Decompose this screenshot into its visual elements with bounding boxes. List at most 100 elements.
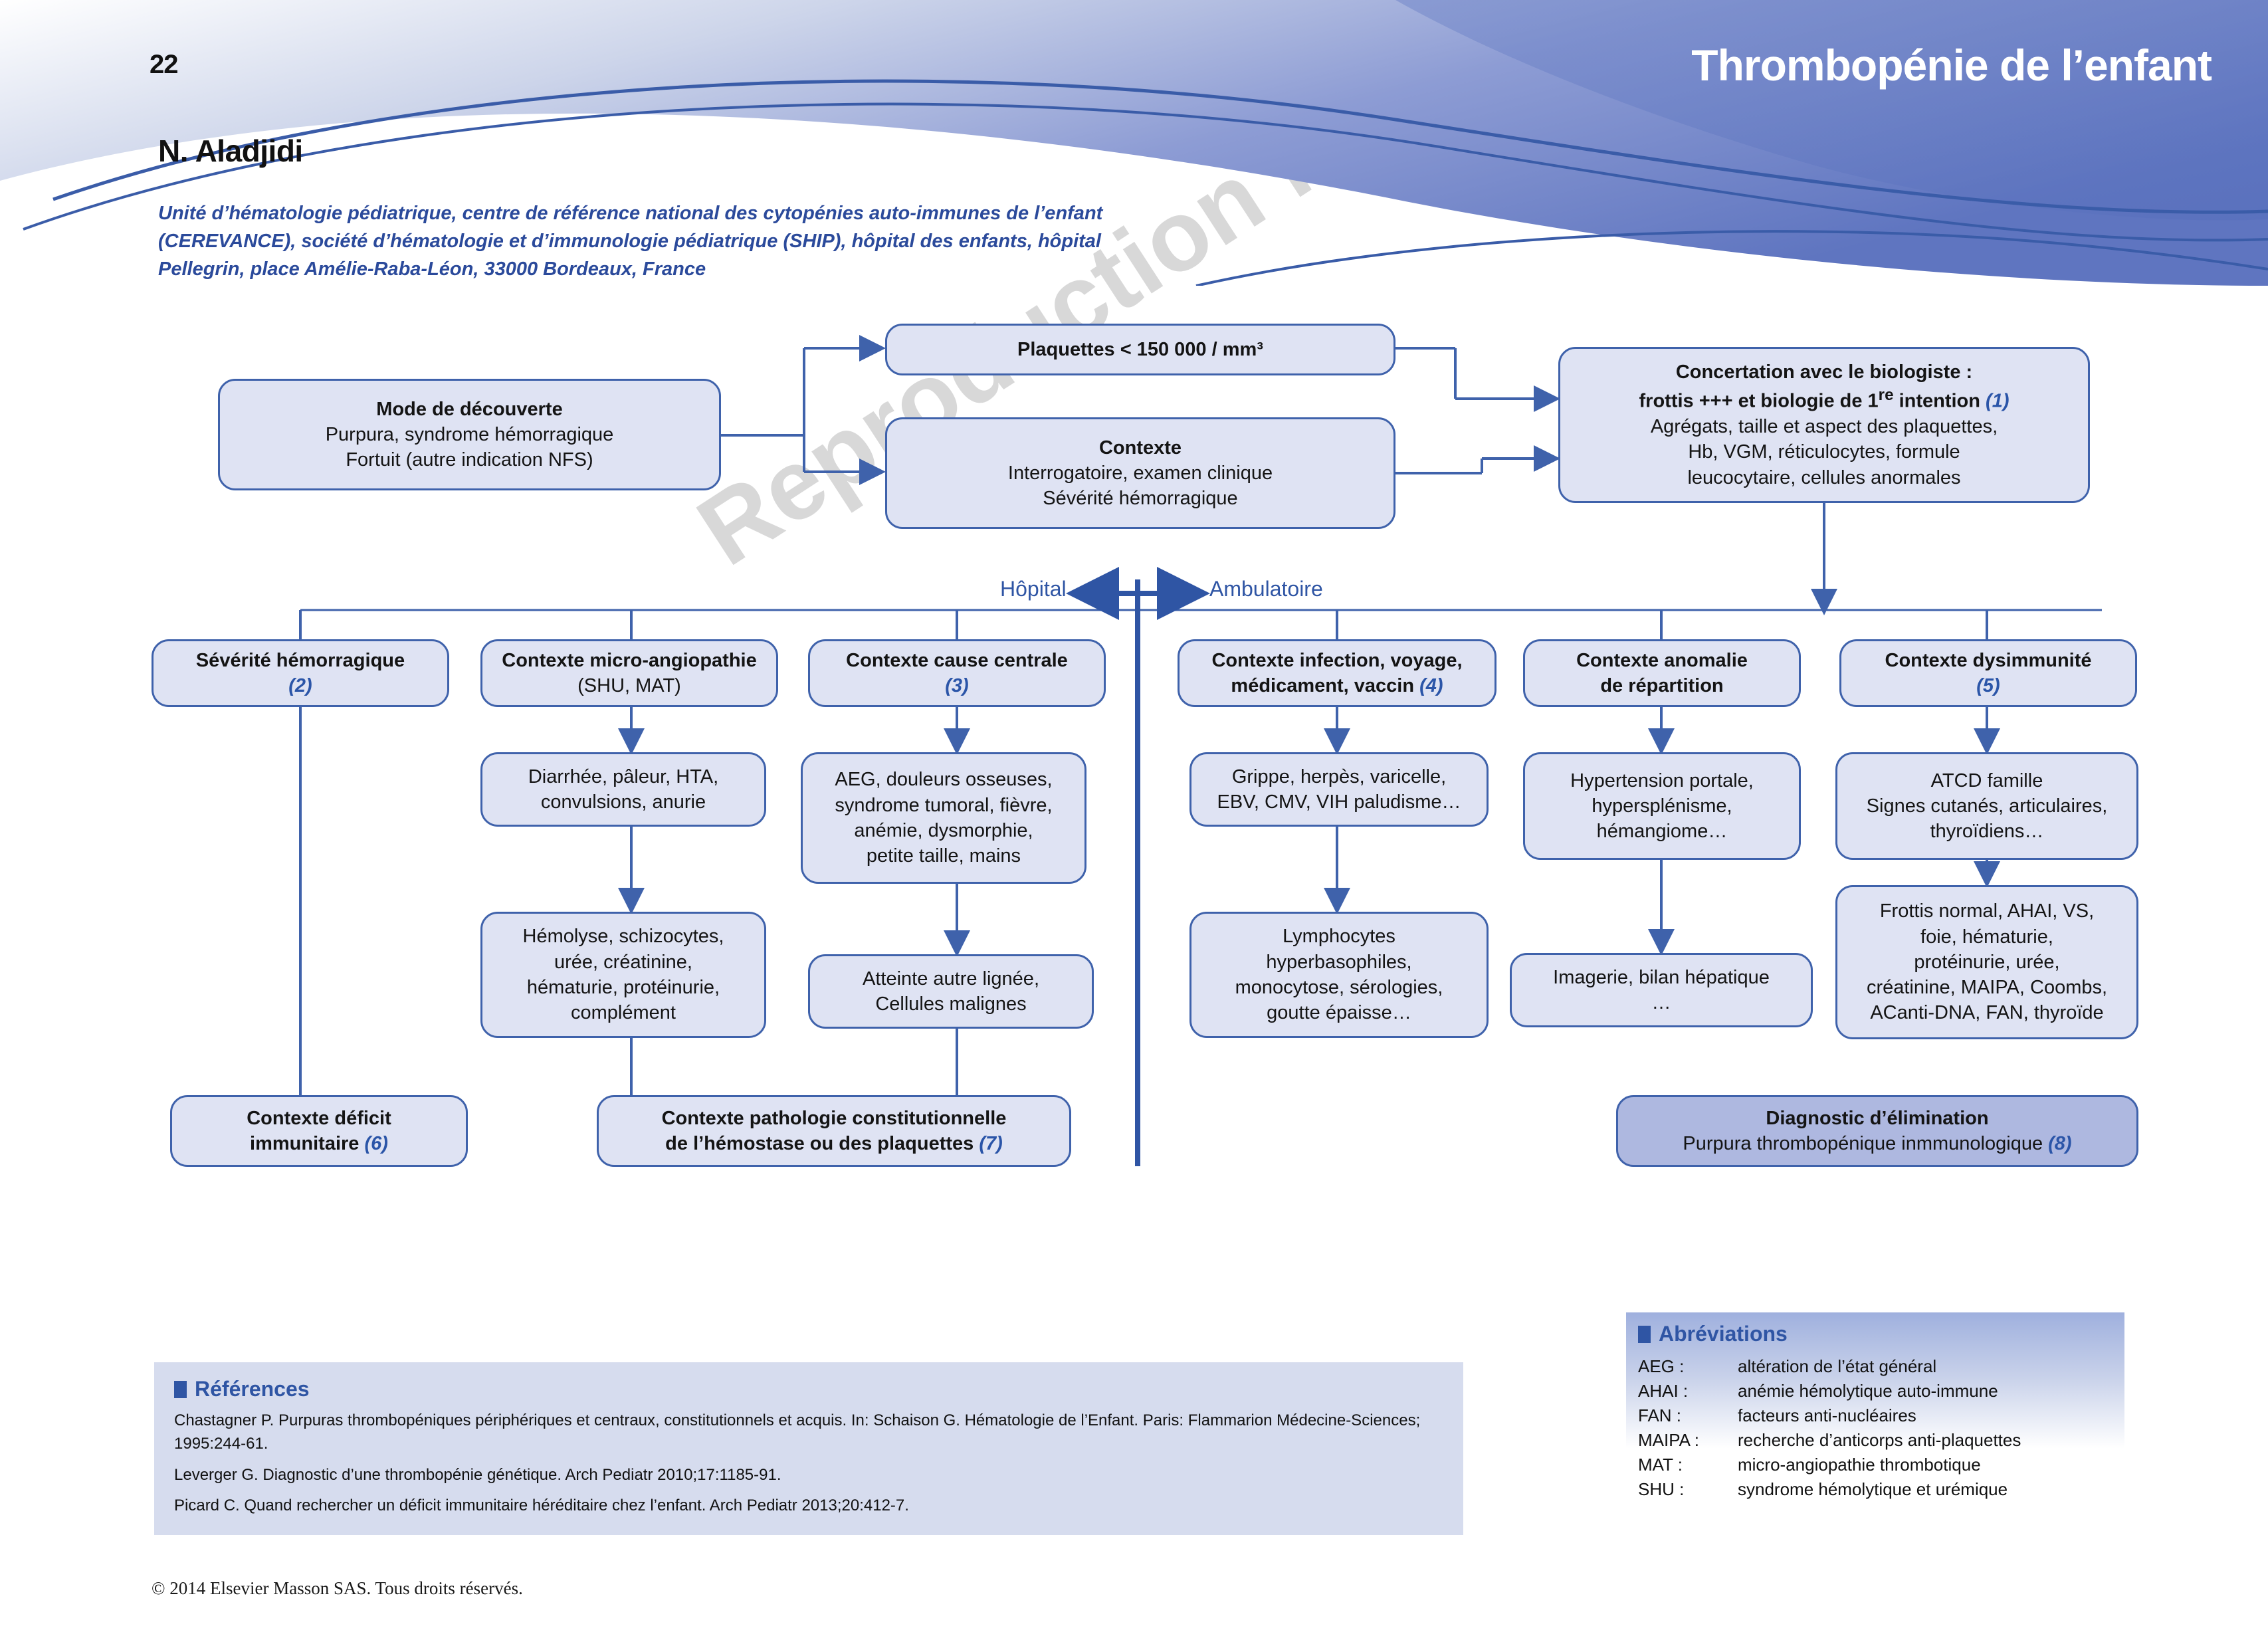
author-affiliation: Unité d’hématologie pédiatrique, centre … bbox=[158, 203, 1103, 280]
node-contexte[interactable]: Contexte Interrogatoire, examen clinique… bbox=[885, 417, 1395, 529]
node-title-line-1: Contexte infection, voyage, bbox=[1211, 649, 1463, 671]
node-grippe-herpes-varicelle[interactable]: Grippe, herpès, varicelle, EBV, CMV, VIH… bbox=[1189, 752, 1489, 827]
node-diagnostic-elimination[interactable]: Diagnostic d’élimination Purpura thrombo… bbox=[1616, 1095, 2138, 1167]
reference-marker: (2) bbox=[288, 675, 312, 696]
node-contexte-anomalie-repartition[interactable]: Contexte anomalie de répartition bbox=[1523, 639, 1801, 707]
abbreviation-key: SHU : bbox=[1638, 1479, 1685, 1499]
node-contexte-micro-angiopathie[interactable]: Contexte micro-angiopathie (SHU, MAT) bbox=[480, 639, 778, 707]
node-line-2: syndrome tumoral, fièvre, bbox=[835, 794, 1053, 816]
node-frottis-normal-ahai[interactable]: Frottis normal, AHAI, VS, foie, hématuri… bbox=[1835, 885, 2138, 1039]
abbreviations-heading-label: Abréviations bbox=[1659, 1322, 1788, 1346]
node-line-1: Interrogatoire, examen clinique bbox=[1007, 462, 1273, 484]
node-aeg-douleurs-osseuses[interactable]: AEG, douleurs osseuses, syndrome tumoral… bbox=[801, 752, 1086, 884]
abbreviation-value: syndrome hémolytique et urémique bbox=[1738, 1479, 2008, 1499]
node-line-3: monocytose, sérologies, bbox=[1235, 977, 1443, 998]
abbreviation-value: altération de l’état général bbox=[1738, 1356, 1937, 1376]
label-ambulatoire: Ambulatoire bbox=[1209, 577, 1323, 601]
node-title-line-1: Contexte anomalie bbox=[1576, 649, 1748, 671]
diagnostic-text: Purpura thrombopénique inmmunologique bbox=[1683, 1133, 2049, 1154]
node-line-2: Sévérité hémorragique bbox=[1043, 488, 1238, 510]
page-number: 22 bbox=[150, 50, 178, 79]
references-heading: Références bbox=[174, 1377, 1443, 1401]
node-line-3: protéinurie, urée, bbox=[1914, 951, 2060, 973]
author-name: N. Aladjidi bbox=[158, 134, 303, 168]
node-contexte-dysimmunite[interactable]: Contexte dysimmunité (5) bbox=[1839, 639, 2137, 707]
node-imagerie-bilan-hepatique[interactable]: Imagerie, bilan hépatique … bbox=[1510, 953, 1813, 1027]
node-line-2: Fortuit (autre indication NFS) bbox=[346, 449, 593, 471]
node-contexte-deficit-immunitaire[interactable]: Contexte déficit immunitaire (6) bbox=[170, 1095, 468, 1167]
node-line-2: hypersplénisme, bbox=[1592, 795, 1732, 817]
node-line-1: Purpura thrombopénique inmmunologique (8… bbox=[1683, 1131, 2071, 1156]
abbreviation-value: facteurs anti-nucléaires bbox=[1738, 1405, 1916, 1425]
node-line-1: Agrégats, taille et aspect des plaquette… bbox=[1650, 416, 1998, 438]
node-line-4: complément bbox=[571, 1002, 676, 1024]
node-line-1: Atteinte autre lignée, bbox=[862, 968, 1039, 989]
node-line-2: … bbox=[1651, 992, 1671, 1013]
node-line-1: Purpura, syndrome hémorragique bbox=[325, 423, 614, 445]
abbreviations-panel: Abréviations AEG : altération de l’état … bbox=[1626, 1312, 2124, 1532]
reference-marker: (4) bbox=[1419, 675, 1443, 696]
node-line-3: anémie, dysmorphie, bbox=[854, 820, 1033, 841]
node-lymphocytes-hyperbasophiles[interactable]: Lymphocytes hyperbasophiles, monocytose,… bbox=[1189, 912, 1489, 1038]
node-line-1: Grippe, herpès, varicelle, bbox=[1231, 766, 1447, 787]
copyright-notice: © 2014 Elsevier Masson SAS. Tous droits … bbox=[152, 1578, 523, 1598]
abbreviation-row: MAIPA : recherche d’anticorps anti-plaqu… bbox=[1638, 1428, 2113, 1453]
node-line-4: créatinine, MAIPA, Coombs, bbox=[1866, 977, 2108, 999]
abbreviation-key: AHAI : bbox=[1638, 1380, 1689, 1401]
square-bullet-icon bbox=[174, 1380, 187, 1398]
node-title: Contexte cause centrale bbox=[846, 649, 1068, 671]
abbreviation-key: MAIPA : bbox=[1638, 1429, 1699, 1450]
node-contexte-cause-centrale[interactable]: Contexte cause centrale (3) bbox=[808, 639, 1106, 707]
deficit-text: immunitaire bbox=[250, 1133, 365, 1154]
node-line-1: Diarrhée, pâleur, HTA, bbox=[528, 766, 719, 787]
node-line-2: urée, créatinine, bbox=[554, 951, 692, 973]
node-severite-hemorragique[interactable]: Sévérité hémorragique (2) bbox=[152, 639, 449, 707]
node-atteinte-autre-lignee[interactable]: Atteinte autre lignée, Cellules malignes bbox=[808, 954, 1094, 1029]
node-title: Contexte dysimmunité bbox=[1885, 649, 2092, 671]
node-line-1: Contexte déficit bbox=[247, 1107, 391, 1129]
node-subtitle: (SHU, MAT) bbox=[577, 675, 681, 696]
node-diarrhee-paleur-hta[interactable]: Diarrhée, pâleur, HTA, convulsions, anur… bbox=[480, 752, 766, 827]
node-line-3: thyroïdiens… bbox=[1930, 821, 2044, 843]
node-concertation-biologiste[interactable]: Concertation avec le biologiste : frotti… bbox=[1558, 347, 2090, 503]
node-plaquettes[interactable]: Plaquettes < 150 000 / mm³ bbox=[885, 324, 1395, 375]
node-line-1: Contexte pathologie constitutionnelle bbox=[661, 1107, 1007, 1129]
node-line-3: hématurie, protéinurie, bbox=[526, 977, 720, 998]
reference-marker: (8) bbox=[2048, 1133, 2072, 1154]
node-hemolyse-schizocytes[interactable]: Hémolyse, schizocytes, urée, créatinine,… bbox=[480, 912, 766, 1038]
node-line-1: Hémolyse, schizocytes, bbox=[522, 926, 724, 948]
page-title: Thrombopénie de l’enfant bbox=[1691, 41, 2212, 90]
abbreviation-value: recherche d’anticorps anti-plaquettes bbox=[1738, 1429, 2021, 1450]
node-title-line-2: frottis +++ et biologie de 1re intention… bbox=[1639, 385, 2010, 414]
col4-title-text: médicament, vaccin bbox=[1231, 675, 1420, 696]
abbreviation-row: AHAI : anémie hémolytique auto-immune bbox=[1638, 1379, 2113, 1403]
pathologie-text: de l’hémostase ou des plaquettes bbox=[665, 1133, 979, 1154]
node-line-1: ATCD famille bbox=[1930, 770, 2043, 791]
node-mode-de-decouverte[interactable]: Mode de découverte Purpura, syndrome hém… bbox=[218, 379, 721, 490]
reference-marker: (3) bbox=[945, 675, 969, 696]
node-line-1: AEG, douleurs osseuses, bbox=[835, 769, 1053, 791]
node-title: Contexte micro-angiopathie bbox=[502, 649, 757, 671]
label-hopital: Hôpital bbox=[1000, 577, 1067, 601]
node-line-2: foie, hématurie, bbox=[1920, 926, 2053, 948]
node-contexte-infection-voyage[interactable]: Contexte infection, voyage, médicament, … bbox=[1178, 639, 1496, 707]
abbreviation-key: FAN : bbox=[1638, 1405, 1682, 1425]
node-title-line-2: médicament, vaccin (4) bbox=[1211, 673, 1462, 698]
node-title: Mode de découverte bbox=[376, 398, 563, 420]
abbreviation-value: anémie hémolytique auto-immune bbox=[1738, 1380, 1998, 1401]
concertation-frottis-text: frottis +++ et biologie de 1 bbox=[1639, 390, 1879, 412]
node-title: Diagnostic d’élimination bbox=[1766, 1107, 1989, 1129]
node-contexte-pathologie-constitutionnelle[interactable]: Contexte pathologie constitutionnelle de… bbox=[597, 1095, 1071, 1167]
node-hypertension-portale[interactable]: Hypertension portale, hypersplénisme, hé… bbox=[1523, 752, 1801, 860]
node-title: Contexte bbox=[1098, 437, 1182, 459]
node-line-2: immunitaire (6) bbox=[247, 1131, 391, 1156]
abbreviation-row: AEG : altération de l’état général bbox=[1638, 1354, 2113, 1379]
node-line-2: Hb, VGM, réticulocytes, formule bbox=[1688, 441, 1960, 463]
node-atcd-famille[interactable]: ATCD famille Signes cutanés, articulaire… bbox=[1835, 752, 2138, 860]
abbreviation-row: SHU : syndrome hémolytique et urémique bbox=[1638, 1477, 2113, 1502]
abbreviations-heading: Abréviations bbox=[1638, 1322, 2113, 1346]
node-line-3: hémangiome… bbox=[1596, 821, 1728, 843]
references-heading-label: Références bbox=[195, 1377, 310, 1401]
abbreviation-key: MAT : bbox=[1638, 1454, 1683, 1475]
concertation-ordinal-sup: re bbox=[1878, 386, 1894, 405]
